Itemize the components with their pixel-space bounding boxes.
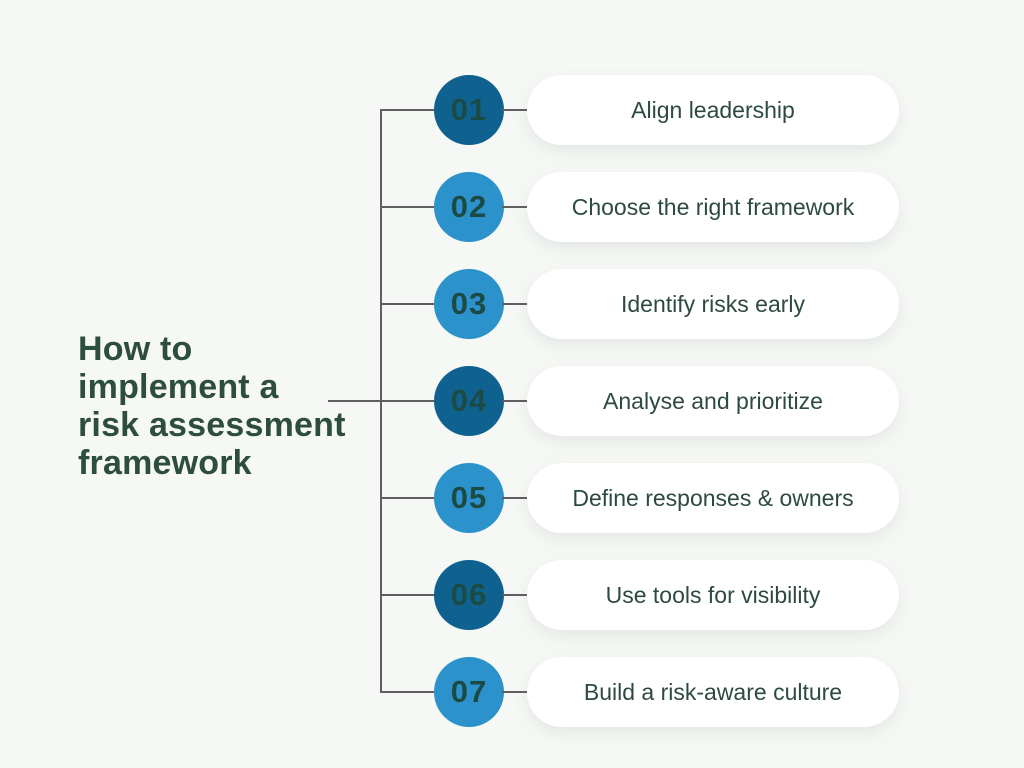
step-number-badge: 01 bbox=[434, 75, 504, 145]
step-branch-line bbox=[380, 691, 436, 693]
step-row: 01 Align leadership bbox=[0, 75, 1024, 145]
step-number-badge: 02 bbox=[434, 172, 504, 242]
step-branch-line bbox=[380, 109, 436, 111]
step-label-pill: Analyse and prioritize bbox=[527, 366, 899, 436]
page-title-line: framework bbox=[78, 444, 252, 482]
step-number-badge: 03 bbox=[434, 269, 504, 339]
step-label-pill: Build a risk-aware culture bbox=[527, 657, 899, 727]
step-number-badge: 04 bbox=[434, 366, 504, 436]
step-number-badge: 06 bbox=[434, 560, 504, 630]
step-branch-line bbox=[380, 206, 436, 208]
title-connector-line bbox=[328, 400, 382, 402]
step-number: 07 bbox=[450, 674, 488, 709]
step-branch-line bbox=[380, 303, 436, 305]
step-label-pill: Use tools for visibility bbox=[527, 560, 899, 630]
circle-pill-connector-line bbox=[502, 594, 528, 596]
circle-pill-connector-line bbox=[502, 400, 528, 402]
step-label: Build a risk-aware culture bbox=[583, 678, 843, 705]
step-number: 03 bbox=[450, 286, 488, 321]
step-label-pill: Define responses & owners bbox=[527, 463, 899, 533]
step-row: 06 Use tools for visibility bbox=[0, 560, 1024, 630]
step-label-pill: Align leadership bbox=[527, 75, 899, 145]
step-label: Define responses & owners bbox=[572, 484, 854, 511]
step-branch-line bbox=[380, 594, 436, 596]
step-branch-line bbox=[380, 497, 436, 499]
step-label: Choose the right framework bbox=[571, 193, 855, 220]
step-number: 06 bbox=[450, 577, 488, 612]
step-row: 02 Choose the right framework bbox=[0, 172, 1024, 242]
step-number: 04 bbox=[450, 383, 488, 418]
page-title-line: implement a bbox=[78, 368, 279, 406]
step-number: 05 bbox=[450, 480, 488, 515]
step-row: 07 Build a risk-aware culture bbox=[0, 657, 1024, 727]
step-branch-line bbox=[380, 400, 436, 402]
page-title: How to implement a risk assessment frame… bbox=[78, 330, 346, 482]
step-label-pill: Choose the right framework bbox=[527, 172, 899, 242]
step-label-pill: Identify risks early bbox=[527, 269, 899, 339]
step-row: 04 Analyse and prioritize bbox=[0, 366, 1024, 436]
step-number: 01 bbox=[450, 92, 488, 127]
step-label: Identify risks early bbox=[620, 290, 806, 317]
circle-pill-connector-line bbox=[502, 303, 528, 305]
step-row: 03 Identify risks early bbox=[0, 269, 1024, 339]
circle-pill-connector-line bbox=[502, 691, 528, 693]
step-label: Use tools for visibility bbox=[605, 581, 821, 608]
circle-pill-connector-line bbox=[502, 497, 528, 499]
page-title-line: risk assessment bbox=[78, 406, 346, 444]
step-number-badge: 07 bbox=[434, 657, 504, 727]
page-title-line: How to bbox=[78, 330, 193, 368]
step-label: Align leadership bbox=[631, 96, 795, 123]
circle-pill-connector-line bbox=[502, 206, 528, 208]
step-number-badge: 05 bbox=[434, 463, 504, 533]
circle-pill-connector-line bbox=[502, 109, 528, 111]
step-row: 05 Define responses & owners bbox=[0, 463, 1024, 533]
step-label: Analyse and prioritize bbox=[603, 387, 823, 414]
step-number: 02 bbox=[450, 189, 488, 224]
